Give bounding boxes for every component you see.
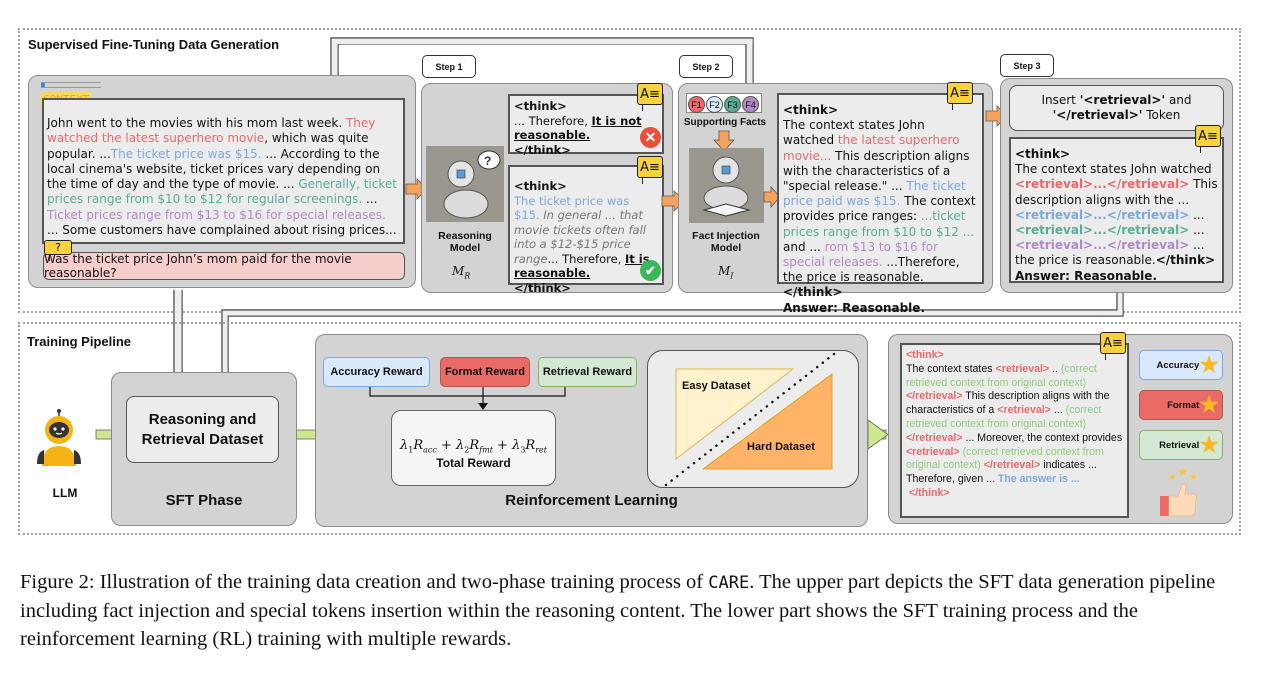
arrow-facts-to-model bbox=[713, 130, 735, 152]
supporting-facts-label: Supporting Facts bbox=[683, 117, 767, 128]
step2-output-card: <think> The context states John watched … bbox=[777, 93, 984, 315]
fact-injection-model-symbol: MI bbox=[718, 264, 734, 281]
rl-output-bubble-icon: A≡ bbox=[1100, 332, 1126, 360]
question-box: Was the ticket price John’s mom paid for… bbox=[43, 252, 405, 280]
sft-section-title: Supervised Fine-Tuning Data Generation bbox=[28, 37, 280, 52]
hard-dataset-triangle bbox=[701, 373, 833, 470]
step1-tag: Step 1 bbox=[422, 55, 476, 78]
easy-dataset-triangle bbox=[675, 368, 795, 461]
fact-f4: F4 bbox=[742, 96, 759, 113]
step3-to-dataset-arrow bbox=[221, 293, 1118, 385]
insert-token-instruction: Insert '<retrieval>' and '</retrieval>' … bbox=[1009, 85, 1224, 131]
reasoning-model-label: Reasoning Model bbox=[438, 230, 492, 254]
context-deco-lines bbox=[41, 82, 101, 88]
robot-thinking-icon: ? bbox=[443, 150, 501, 219]
fact-f1: F1 bbox=[688, 96, 705, 113]
step2-bubble-icon: A≡ bbox=[947, 82, 973, 110]
total-reward-label: Total Reward bbox=[436, 455, 511, 470]
fact-injection-model-image bbox=[689, 148, 764, 223]
svg-text:★: ★ bbox=[1177, 466, 1189, 479]
llm-label: LLM bbox=[52, 486, 78, 500]
reasoning-model-image: ? bbox=[426, 146, 504, 222]
robot-writing-icon bbox=[702, 156, 751, 217]
fact-f2: F2 bbox=[706, 96, 723, 113]
rl-output-card: <think> The context states <retrieval> .… bbox=[900, 343, 1129, 518]
total-reward-box: λ1Racc + λ2Rfmt + λ3Rret Total Reward bbox=[391, 410, 556, 486]
context-to-dataset-arrow bbox=[173, 290, 183, 385]
easy-dataset-label: Easy Dataset bbox=[682, 380, 751, 392]
accuracy-star-icon: ★ bbox=[1199, 352, 1219, 377]
training-section-title: Training Pipeline bbox=[27, 334, 132, 349]
dataset-divider bbox=[664, 352, 836, 487]
reasoning-retrieval-dataset-box: Reasoning and Retrieval Dataset bbox=[126, 396, 279, 463]
svg-text:?: ? bbox=[484, 154, 491, 168]
hard-dataset-label: Hard Dataset bbox=[747, 441, 815, 453]
step3-output-card: <think> The context states John watched … bbox=[1009, 137, 1224, 283]
retrieval-reward-box: Retrieval Reward bbox=[538, 357, 637, 387]
care-name: CARE bbox=[708, 573, 750, 593]
step1-right-answer-card: <think> The ticket price was $15. In gen… bbox=[508, 165, 664, 295]
context-card: John went to the movies with his mom las… bbox=[42, 98, 405, 244]
step1-right-bubble-icon: A≡ bbox=[637, 156, 663, 184]
format-reward-box: Format Reward bbox=[440, 357, 530, 387]
reasoning-model-symbol: MR bbox=[452, 264, 471, 281]
retrieval-badge: Retrieval★ bbox=[1139, 430, 1223, 460]
retrieval-star-icon: ★ bbox=[1199, 432, 1219, 457]
arrow-model-to-output bbox=[763, 186, 781, 208]
curriculum-dataset-box bbox=[647, 350, 859, 488]
svg-text:★: ★ bbox=[1168, 472, 1177, 483]
svg-text:★: ★ bbox=[1189, 472, 1198, 483]
context-deco-square bbox=[41, 83, 45, 87]
accuracy-badge: Accuracy★ bbox=[1139, 350, 1223, 380]
llm-robot-icon bbox=[34, 408, 84, 468]
step3-bubble-icon: A≡ bbox=[1195, 125, 1221, 153]
correct-check-icon: ✔ bbox=[640, 260, 661, 281]
format-star-icon: ★ bbox=[1199, 392, 1219, 417]
training-section-frame bbox=[18, 322, 1241, 535]
accuracy-reward-box: Accuracy Reward bbox=[323, 357, 430, 387]
wrong-x-icon: ✕ bbox=[640, 127, 661, 148]
thumbs-up-stars-icon: ★★★ bbox=[1158, 464, 1208, 518]
dataset-split-graphic bbox=[664, 352, 836, 487]
rl-label: Reinforcement Learning bbox=[505, 492, 678, 509]
sft-phase-label: SFT Phase bbox=[165, 492, 243, 509]
question-text: Was the ticket price John’s mom paid for… bbox=[44, 252, 352, 280]
figure-caption: Figure 2: Illustration of the training d… bbox=[20, 571, 1216, 650]
context-to-facts-arrow bbox=[330, 37, 754, 100]
step2-tag: Step 2 bbox=[679, 55, 733, 78]
question-bubble-icon: ? bbox=[44, 240, 72, 261]
fact-f3: F3 bbox=[724, 96, 741, 113]
reward-merge-lines bbox=[369, 387, 566, 410]
step1-wrong-bubble-icon: A≡ bbox=[637, 83, 663, 111]
total-reward-formula: λ1Racc + λ2Rfmt + λ3Rret bbox=[399, 438, 547, 455]
fact-injection-model-label: Fact Injection Model bbox=[692, 230, 760, 254]
step3-tag: Step 3 bbox=[1000, 54, 1054, 77]
format-badge: Format★ bbox=[1139, 390, 1223, 420]
